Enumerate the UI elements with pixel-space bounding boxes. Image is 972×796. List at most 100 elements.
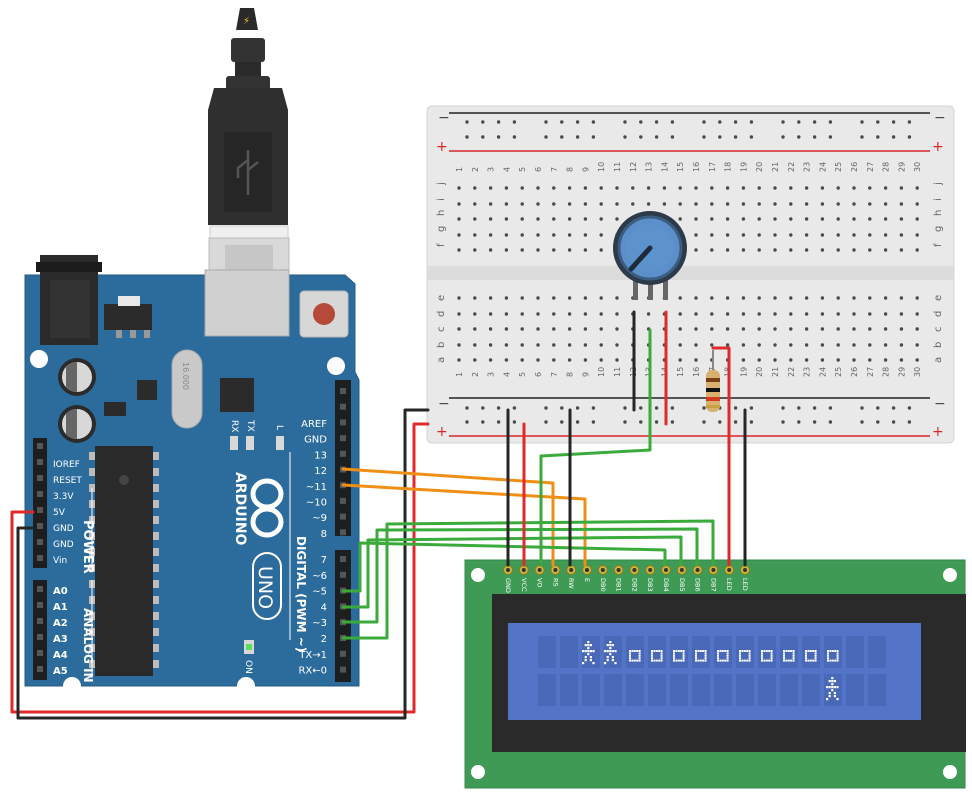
terminal-hole[interactable] bbox=[615, 312, 619, 316]
terminal-hole[interactable] bbox=[457, 233, 461, 237]
terminal-hole[interactable] bbox=[899, 327, 904, 331]
terminal-hole[interactable] bbox=[757, 327, 761, 331]
terminal-hole[interactable] bbox=[473, 327, 477, 331]
terminal-hole[interactable] bbox=[473, 202, 477, 206]
rail-hole[interactable] bbox=[828, 406, 833, 410]
terminal-hole[interactable] bbox=[804, 312, 809, 316]
terminal-hole[interactable] bbox=[599, 233, 603, 237]
terminal-hole[interactable] bbox=[536, 312, 540, 316]
terminal-hole[interactable] bbox=[789, 312, 793, 316]
terminal-hole[interactable] bbox=[915, 312, 919, 316]
terminal-hole[interactable] bbox=[583, 296, 588, 300]
terminal-hole[interactable] bbox=[710, 343, 714, 347]
rail-hole[interactable] bbox=[828, 420, 833, 424]
rail-hole[interactable] bbox=[860, 420, 864, 424]
terminal-hole[interactable] bbox=[899, 312, 904, 316]
terminal-hole[interactable] bbox=[536, 248, 540, 252]
terminal-hole[interactable] bbox=[868, 358, 872, 362]
rail-hole[interactable] bbox=[560, 135, 564, 139]
rail-hole[interactable] bbox=[733, 120, 738, 124]
terminal-hole[interactable] bbox=[646, 202, 651, 206]
rail-hole[interactable] bbox=[718, 420, 722, 424]
rail-hole[interactable] bbox=[544, 120, 548, 124]
terminal-hole[interactable] bbox=[741, 358, 746, 362]
rail-hole[interactable] bbox=[797, 135, 801, 139]
terminal-hole[interactable] bbox=[804, 248, 809, 252]
terminal-hole[interactable] bbox=[899, 358, 904, 362]
terminal-hole[interactable] bbox=[536, 358, 540, 362]
potentiometer[interactable] bbox=[613, 211, 687, 300]
terminal-hole[interactable] bbox=[710, 233, 714, 237]
terminal-hole[interactable] bbox=[552, 312, 556, 316]
terminal-hole[interactable] bbox=[536, 327, 540, 331]
terminal-hole[interactable] bbox=[725, 186, 730, 190]
rail-hole[interactable] bbox=[891, 135, 896, 139]
terminal-hole[interactable] bbox=[852, 217, 856, 221]
rail-hole[interactable] bbox=[891, 420, 896, 424]
terminal-hole[interactable] bbox=[836, 217, 840, 221]
terminal-hole[interactable] bbox=[615, 296, 619, 300]
terminal-hole[interactable] bbox=[757, 343, 761, 347]
terminal-hole[interactable] bbox=[820, 248, 825, 252]
terminal-hole[interactable] bbox=[773, 217, 777, 221]
terminal-hole[interactable] bbox=[504, 296, 509, 300]
terminal-hole[interactable] bbox=[804, 358, 809, 362]
terminal-hole[interactable] bbox=[915, 327, 919, 331]
rail-hole[interactable] bbox=[544, 420, 548, 424]
rail-hole[interactable] bbox=[702, 135, 706, 139]
rail-hole[interactable] bbox=[781, 420, 785, 424]
terminal-hole[interactable] bbox=[773, 202, 777, 206]
terminal-hole[interactable] bbox=[868, 312, 872, 316]
terminal-hole[interactable] bbox=[504, 217, 509, 221]
terminal-hole[interactable] bbox=[678, 343, 682, 347]
terminal-hole[interactable] bbox=[583, 248, 588, 252]
terminal-hole[interactable] bbox=[583, 186, 588, 190]
rail-hole[interactable] bbox=[496, 406, 501, 410]
rail-hole[interactable] bbox=[670, 135, 675, 139]
terminal-hole[interactable] bbox=[899, 343, 904, 347]
terminal-hole[interactable] bbox=[599, 358, 603, 362]
rail-hole[interactable] bbox=[512, 420, 517, 424]
terminal-hole[interactable] bbox=[710, 327, 714, 331]
terminal-hole[interactable] bbox=[741, 248, 746, 252]
terminal-hole[interactable] bbox=[520, 358, 524, 362]
rail-hole[interactable] bbox=[907, 420, 912, 424]
arduino-board[interactable]: 16.000 IOREFRESET3.3V5VGNDGNDVinA0A1A2A3… bbox=[24, 255, 360, 695]
terminal-hole[interactable] bbox=[457, 186, 461, 190]
rail-hole[interactable] bbox=[512, 120, 517, 124]
terminal-hole[interactable] bbox=[773, 343, 777, 347]
terminal-hole[interactable] bbox=[789, 186, 793, 190]
rail-hole[interactable] bbox=[575, 406, 580, 410]
terminal-hole[interactable] bbox=[615, 327, 619, 331]
terminal-hole[interactable] bbox=[583, 358, 588, 362]
terminal-hole[interactable] bbox=[473, 186, 477, 190]
terminal-hole[interactable] bbox=[773, 327, 777, 331]
rail-hole[interactable] bbox=[465, 120, 469, 124]
terminal-hole[interactable] bbox=[883, 327, 888, 331]
terminal-hole[interactable] bbox=[725, 312, 730, 316]
rail-hole[interactable] bbox=[560, 406, 564, 410]
terminal-hole[interactable] bbox=[852, 202, 856, 206]
rail-hole[interactable] bbox=[876, 135, 880, 139]
terminal-hole[interactable] bbox=[599, 217, 603, 221]
terminal-hole[interactable] bbox=[741, 217, 746, 221]
terminal-hole[interactable] bbox=[457, 217, 461, 221]
terminal-hole[interactable] bbox=[836, 343, 840, 347]
terminal-hole[interactable] bbox=[473, 343, 477, 347]
terminal-hole[interactable] bbox=[678, 217, 682, 221]
terminal-hole[interactable] bbox=[567, 343, 572, 347]
terminal-hole[interactable] bbox=[710, 217, 714, 221]
terminal-hole[interactable] bbox=[836, 202, 840, 206]
terminal-hole[interactable] bbox=[678, 358, 682, 362]
terminal-hole[interactable] bbox=[883, 233, 888, 237]
terminal-hole[interactable] bbox=[615, 358, 619, 362]
rail-hole[interactable] bbox=[481, 120, 485, 124]
rail-hole[interactable] bbox=[639, 120, 643, 124]
rail-hole[interactable] bbox=[797, 406, 801, 410]
terminal-hole[interactable] bbox=[473, 358, 477, 362]
terminal-hole[interactable] bbox=[725, 233, 730, 237]
terminal-hole[interactable] bbox=[457, 343, 461, 347]
terminal-hole[interactable] bbox=[552, 327, 556, 331]
terminal-hole[interactable] bbox=[615, 217, 619, 221]
terminal-hole[interactable] bbox=[567, 327, 572, 331]
